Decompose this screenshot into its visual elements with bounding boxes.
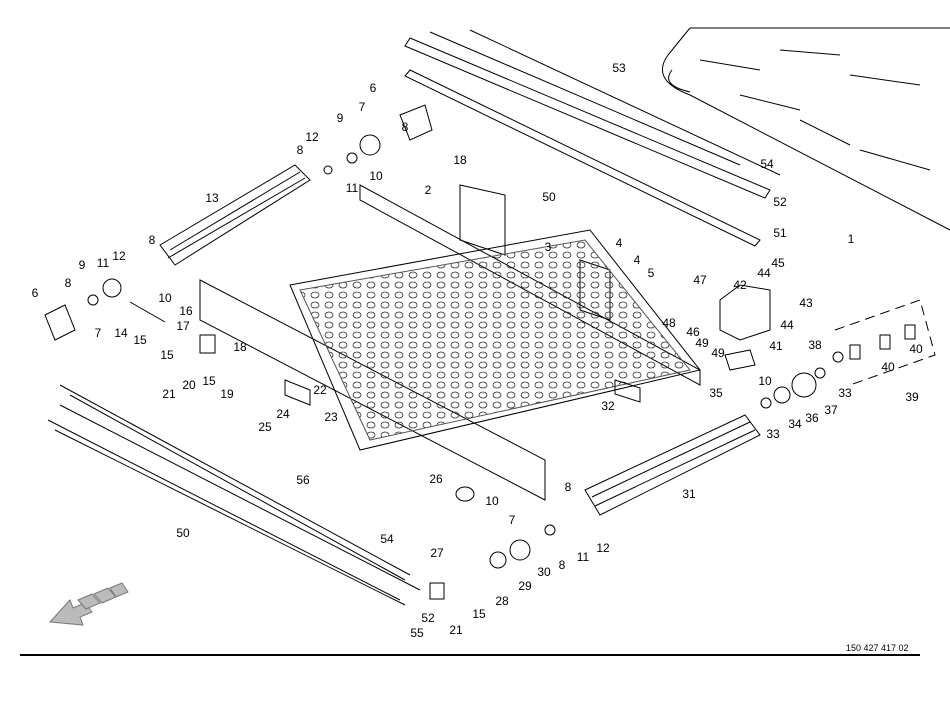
callout: 24	[276, 407, 290, 421]
callout: 55	[410, 626, 424, 640]
callout: 21	[449, 623, 463, 637]
callout: 9	[78, 258, 86, 272]
callout: 16	[179, 304, 193, 318]
callout: 42	[733, 278, 747, 292]
callout: 50	[542, 190, 556, 204]
callout: 46	[686, 325, 700, 339]
callout: 30	[537, 565, 551, 579]
callout: 15	[160, 348, 174, 362]
perforated-plate	[299, 239, 691, 441]
callout: 36	[805, 411, 819, 425]
callout: 40	[881, 360, 895, 374]
callout: 8	[401, 120, 409, 134]
callout: 27	[430, 546, 444, 560]
callout: 6	[31, 286, 39, 300]
callout: 31	[682, 487, 696, 501]
callout: 38	[808, 338, 822, 352]
callout: 56	[296, 473, 310, 487]
callout: 10	[758, 374, 772, 388]
callout: 48	[662, 316, 676, 330]
callout: 6	[369, 81, 377, 95]
callout: 7	[94, 326, 102, 340]
roller-31	[584, 414, 761, 516]
callout: 53	[612, 61, 626, 75]
callout: 8	[64, 276, 72, 290]
callout: 18	[233, 340, 247, 354]
callout: 44	[757, 266, 771, 280]
callout: 8	[558, 558, 566, 572]
callout: 8	[564, 480, 572, 494]
roller-13	[159, 164, 311, 266]
callout: 2	[424, 183, 432, 197]
callout: 54	[760, 157, 774, 171]
callout: 3	[544, 240, 552, 254]
callout: 8	[296, 143, 304, 157]
small-parts	[44, 104, 936, 600]
side-rails-bottom	[47, 384, 421, 606]
callout: 39	[905, 390, 919, 404]
callout: 11	[96, 256, 110, 270]
callout: 22	[313, 383, 327, 397]
callout: 12	[596, 541, 610, 555]
callout: 33	[838, 386, 852, 400]
callout: 5	[647, 266, 655, 280]
callout: 18	[453, 153, 467, 167]
callout: 20	[182, 378, 196, 392]
callout: 4	[633, 253, 641, 267]
conveyor-belt	[661, 27, 950, 231]
direction-arrow-icon	[48, 582, 129, 626]
callout: 21	[162, 387, 176, 401]
callout: 49	[711, 346, 725, 360]
callout: 23	[324, 410, 338, 424]
callout: 25	[258, 420, 272, 434]
callout: 52	[421, 611, 435, 625]
callout: 1	[847, 232, 855, 246]
callout: 14	[114, 326, 128, 340]
callout: 7	[508, 513, 516, 527]
callout: 15	[202, 374, 216, 388]
callout: 35	[709, 386, 723, 400]
callout: 13	[205, 191, 219, 205]
callout: 7	[358, 100, 366, 114]
callout: 54	[380, 532, 394, 546]
callout: 8	[148, 233, 156, 247]
callout: 33	[766, 427, 780, 441]
callout: 41	[769, 339, 783, 353]
callout: 28	[495, 594, 509, 608]
drawing-number: 150 427 417 02	[846, 643, 909, 653]
callout: 52	[773, 195, 787, 209]
callout: 43	[799, 296, 813, 310]
callout: 11	[576, 550, 590, 564]
callout: 47	[693, 273, 707, 287]
callout: 49	[695, 336, 709, 350]
callout: 12	[112, 249, 126, 263]
callout: 15	[472, 607, 486, 621]
callout: 37	[824, 403, 838, 417]
callout: 4	[615, 236, 623, 250]
callout: 11	[345, 181, 359, 195]
callout: 26	[429, 472, 443, 486]
callout: 10	[158, 291, 172, 305]
callout: 44	[780, 318, 794, 332]
callout: 17	[176, 319, 190, 333]
callout: 10	[369, 169, 383, 183]
callout: 12	[305, 130, 319, 144]
callout: 29	[518, 579, 532, 593]
callout: 19	[220, 387, 234, 401]
callout: 40	[909, 342, 923, 356]
callout: 10	[485, 494, 499, 508]
callout: 51	[773, 226, 787, 240]
callout: 50	[176, 526, 190, 540]
callout: 45	[771, 256, 785, 270]
callout: 32	[601, 399, 615, 413]
callout: 34	[788, 417, 802, 431]
side-rails-top	[404, 29, 781, 247]
callout: 9	[336, 111, 344, 125]
callout: 15	[133, 333, 147, 347]
